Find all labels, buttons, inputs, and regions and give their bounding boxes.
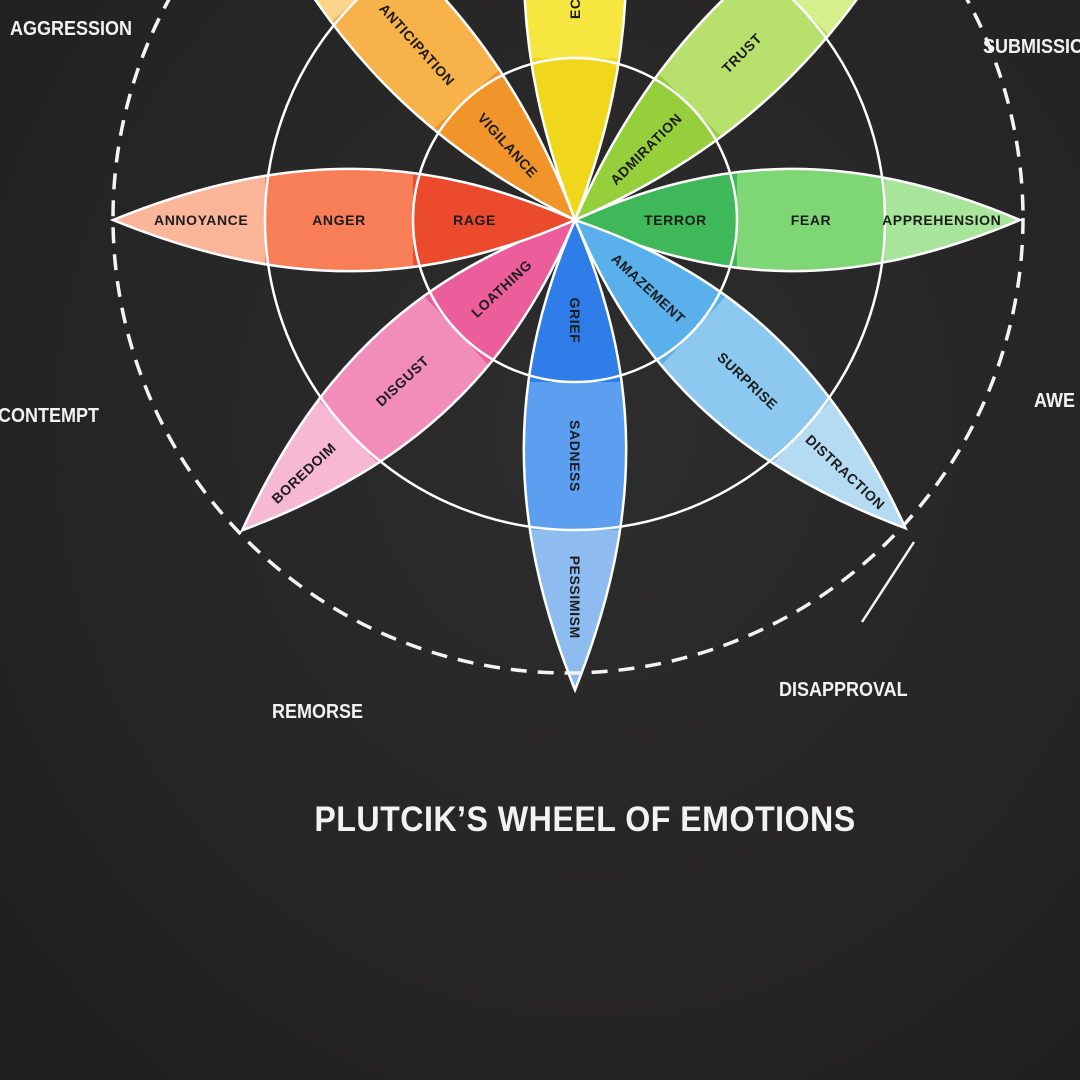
petal-band-middle-anger (265, 168, 413, 272)
petal-outline-anticipation (224, 0, 578, 223)
dashed-outer-circle (111, 0, 1025, 675)
circles-layer (111, 0, 1025, 675)
petal-label-sadness-outer: PESSIMISM (567, 556, 583, 639)
petal-label-joy-middle: ECSTACY (567, 0, 583, 19)
submission-label: SUBMISSION (983, 36, 1080, 58)
contempt-label: CONTEMPT (0, 405, 99, 427)
petal-label-anger-outer: ANNOYANCE (154, 212, 248, 228)
petal-band-outer-surprise (717, 340, 941, 566)
petal-band-outer-disgust (207, 340, 433, 568)
inner-ring-circle (411, 56, 739, 384)
petal-label-sadness-inner: GRIEF (567, 298, 583, 344)
petal-band-inner-sadness (523, 220, 627, 382)
petal-label-sadness-middle: SADNESS (567, 420, 583, 492)
petal-label-fear-outer: APPREHENSION (882, 212, 1001, 228)
petal-label-anger-inner: RAGE (453, 212, 496, 228)
disapproval-label: DISAPPROVAL (779, 679, 908, 701)
dashed-circle-tick (860, 541, 916, 623)
petal-band-middle-fear (737, 168, 885, 272)
petal-outline-sadness (522, 216, 628, 694)
middle-ring-circle (263, 0, 887, 532)
aggression-label: AGGRESSION (10, 18, 133, 40)
diagram-title: PLUTCIK’S WHEEL OF EMOTIONS (314, 800, 856, 839)
petal-sadness (522, 216, 628, 694)
petal-outline-disgust (239, 217, 578, 533)
petal-label-fear-middle: FEAR (791, 212, 832, 228)
petal-label-fear-inner: TERROR (644, 212, 707, 228)
petals-layer (109, 0, 1024, 694)
awe-label: AWE (1034, 390, 1076, 412)
petal-outline-joy (522, 0, 628, 224)
petal-outline-trust (572, 0, 946, 223)
petal-band-middle-sadness (523, 382, 627, 530)
petal-joy (522, 0, 628, 224)
petal-label-anger-middle: ANGER (312, 212, 366, 228)
remorse-label: REMORSE (272, 701, 364, 723)
petal-outline-anger (109, 167, 579, 273)
petal-band-inner-joy (523, 58, 627, 220)
petal-outline-surprise (572, 217, 908, 531)
petal-outline-fear (571, 167, 1024, 273)
